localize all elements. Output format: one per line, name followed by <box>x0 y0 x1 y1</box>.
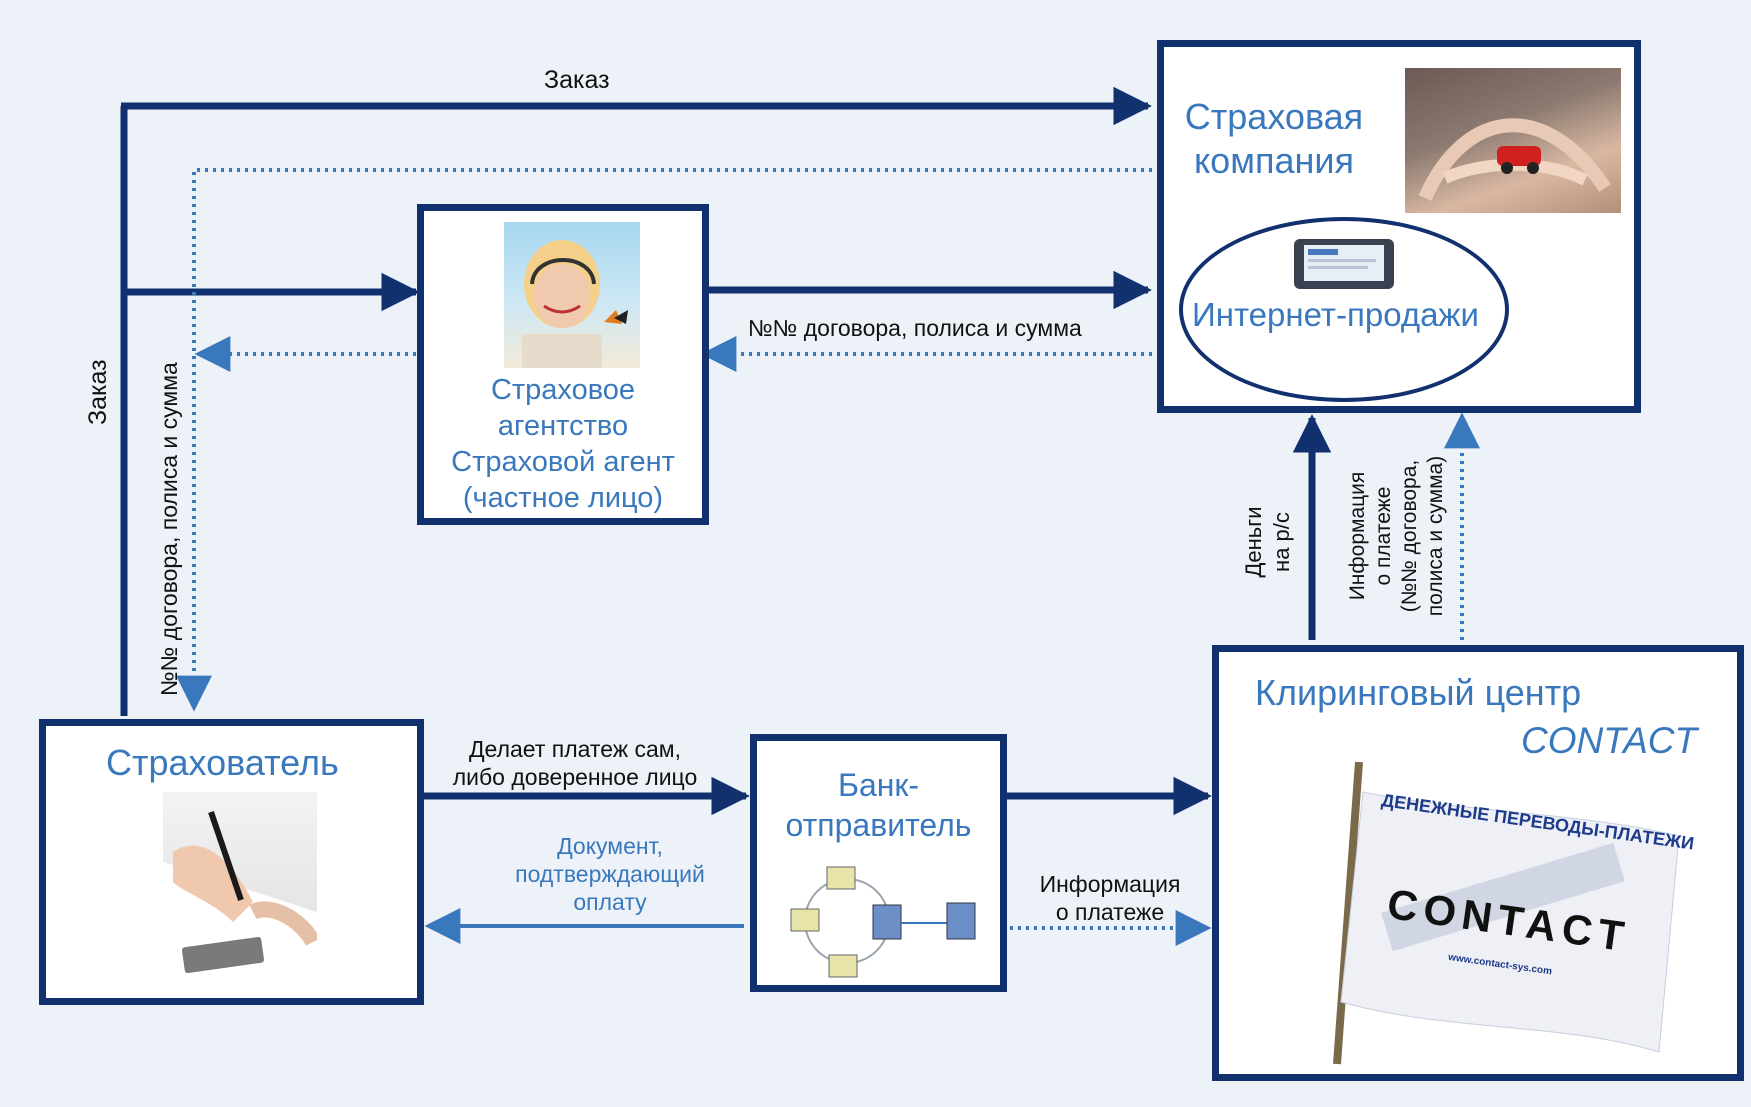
sender-bank-box: Банк- отправитель <box>750 734 1007 992</box>
insurance-company-box: Страховая компания Интернет-продажи <box>1157 40 1641 413</box>
clearing-info-label: Информация о платеже (№№ договора, полис… <box>1346 455 1447 617</box>
car-in-hands-photo <box>1405 68 1621 213</box>
order-left-label: Заказ <box>84 359 112 425</box>
insured-title: Страхователь <box>106 742 339 783</box>
contact-flag-image: ДЕНЕЖНЫЕ ПЕРЕВОДЫ-ПЛАТЕЖИ CONTACT www.co… <box>1319 752 1699 1072</box>
clearing-center-box: Клиринговый центр CONTACT ДЕНЕЖНЫЕ ПЕРЕВ… <box>1212 645 1744 1081</box>
bank-network-icon <box>777 861 997 981</box>
insurance-company-title: Страховая компания <box>1184 96 1364 181</box>
agent-photo <box>504 222 640 368</box>
internet-sales-label[interactable]: Интернет-продажи <box>1192 296 1479 333</box>
document-label: Документ, подтверждающий оплату <box>515 833 705 915</box>
order-top-label: Заказ <box>544 66 610 94</box>
internet-sales-ellipse[interactable] <box>1179 217 1509 402</box>
insurance-agency-box: Страховое агентство Страховой агент (час… <box>417 204 709 525</box>
tablet-icon <box>1292 231 1402 293</box>
payment-label: Делает платеж сам, либо доверенное лицо <box>452 736 698 790</box>
agency-label: Страховое агентство Страховой агент (час… <box>451 374 675 514</box>
payment-info-label: Информация о платеже <box>1039 871 1181 925</box>
money-label: Деньги на р/с <box>1241 506 1294 578</box>
contract-info-left-label: №№ договора, полиса и сумма <box>156 362 182 696</box>
bank-title: Банк- отправитель <box>785 767 972 843</box>
signing-document-photo <box>163 792 317 988</box>
contract-info-mid-label: №№ договора, полиса и сумма <box>748 315 1082 341</box>
clearing-center-brand: CONTACT <box>1521 720 1698 761</box>
clearing-center-title: Клиринговый центр <box>1255 672 1582 713</box>
insured-box: Страхователь <box>39 719 424 1005</box>
